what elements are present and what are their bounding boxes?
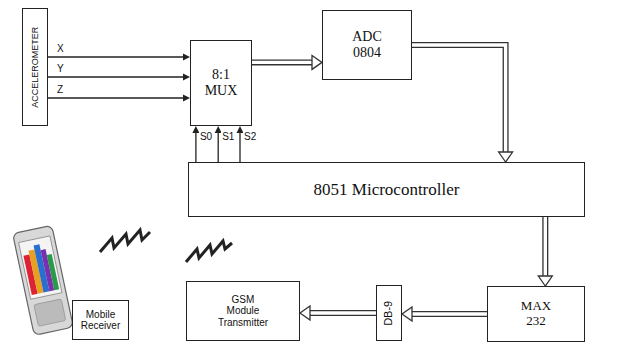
gsm-box: GSM Module Transmitter: [186, 281, 300, 341]
level-shifter-box: MAX 232: [487, 286, 585, 342]
bus-arrow: [402, 307, 487, 321]
signal-line: [218, 133, 219, 162]
arrow-head: [402, 307, 412, 321]
box-label: 8051 Microcontroller: [314, 180, 460, 200]
signal-line: [48, 97, 183, 98]
signal-arrow: [48, 74, 190, 81]
signal-name: X: [56, 43, 65, 54]
box-label: 8:1 MUX: [205, 67, 238, 99]
connector-box: DB-9: [376, 285, 402, 341]
box-label: ADC 0804: [352, 29, 382, 61]
bus-outline: [412, 45, 506, 152]
signal-arrow: [48, 95, 190, 102]
signal-name: Y: [56, 63, 65, 74]
arrow-head: [499, 152, 513, 162]
box-label: Mobile Receiver: [81, 309, 120, 332]
signal-line: [48, 76, 183, 77]
arrow-head: [312, 55, 322, 69]
signal-name: S2: [243, 131, 257, 142]
receiver-box: Mobile Receiver: [72, 300, 129, 340]
signal-line: [48, 56, 183, 57]
bus-outline: [542, 217, 548, 276]
bus-inner: [310, 311, 376, 314]
box-label: MAX 232: [521, 299, 551, 329]
bus-arrow: [538, 217, 552, 286]
microcontroller-box: 8051 Microcontroller: [188, 162, 585, 217]
bus-inner: [412, 312, 487, 315]
signal-arrow: [48, 54, 190, 61]
bus-inner: [544, 217, 547, 276]
bus-outline: [412, 311, 487, 317]
arrow-head: [183, 54, 190, 61]
mux-box: 8:1 MUX: [190, 40, 252, 126]
bus-inner: [252, 61, 312, 64]
bus-arrow: [252, 55, 322, 69]
adc-box: ADC 0804: [322, 10, 412, 80]
bus-inner: [412, 45, 506, 152]
arrow-head: [300, 306, 310, 320]
wireless-signal: [100, 230, 150, 252]
bus-outline: [252, 59, 312, 65]
signal-name: S0: [199, 131, 213, 142]
arrow-head: [183, 74, 190, 81]
bus-outline: [310, 310, 376, 316]
signal-name: S1: [221, 131, 235, 142]
signal-name: Z: [56, 84, 64, 95]
box-label: ACCELEROMETER: [30, 26, 40, 107]
sensor-box: ACCELEROMETER: [22, 8, 48, 126]
signal-line: [195, 133, 196, 162]
bus-arrow: [412, 45, 513, 162]
wireless-signal: [186, 241, 232, 262]
bus-arrow: [300, 306, 376, 320]
arrow-head: [538, 276, 552, 286]
arrow-head: [183, 95, 190, 102]
box-label: DB-9: [383, 300, 396, 325]
mobile-phone: [13, 225, 74, 335]
box-label: GSM Module Transmitter: [218, 294, 268, 329]
signal-line: [239, 133, 240, 162]
